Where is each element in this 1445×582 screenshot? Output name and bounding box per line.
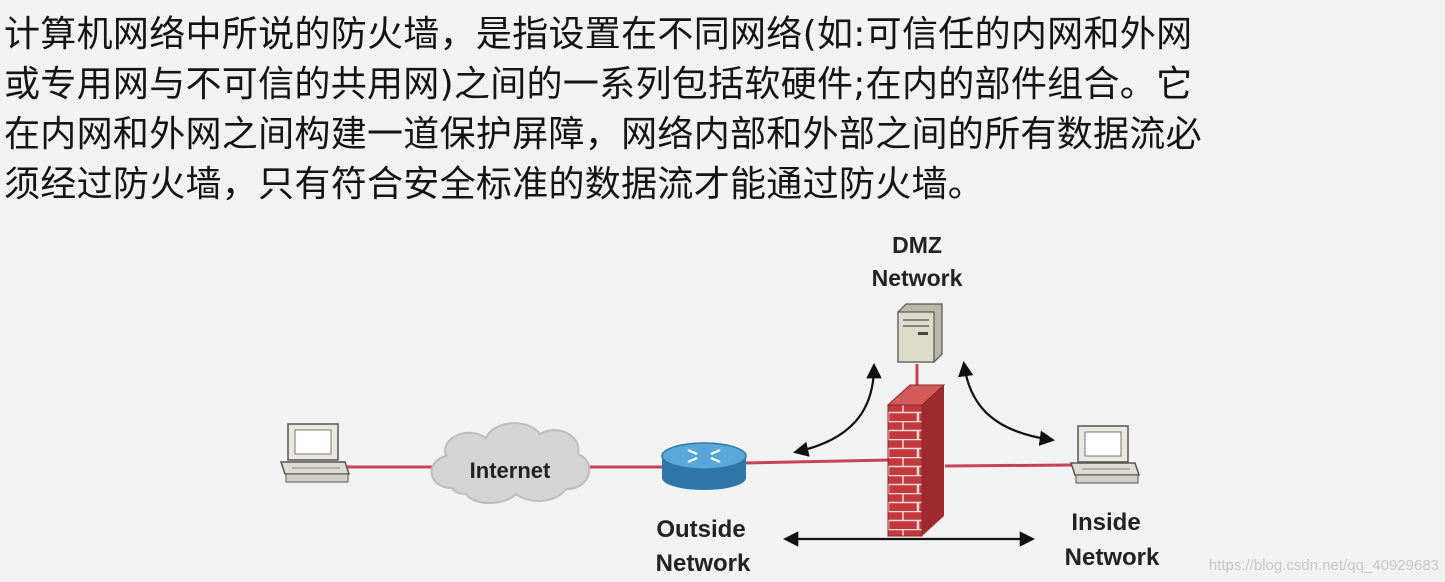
paragraph-line-3: 在内网和外网之间构建一道保护屏障，网络内部和外部之间的所有数据流必: [4, 114, 1202, 155]
outside-label-line-2: Network: [656, 550, 751, 577]
dmz-server-icon: [897, 303, 943, 363]
internet-label: Internet: [470, 458, 551, 483]
arrow-to-dmz-right-icon: [958, 360, 1056, 446]
firewall-icon: [886, 384, 946, 537]
firewall-definition-paragraph: 计算机网络中所说的防火墙，是指设置在不同网络(如:可信任的内网和外网 或专用网与…: [4, 10, 1442, 210]
internet-cloud-icon: [430, 422, 591, 504]
link-router-to-firewall: [744, 458, 891, 465]
network-links: [346, 364, 1073, 469]
inside-label-line-1: Inside: [1071, 509, 1140, 536]
dmz-label-line-1: DMZ: [892, 232, 942, 258]
dmz-label-line-2: Network: [872, 265, 963, 291]
link-firewall-to-inside: [944, 463, 1073, 468]
paragraph-line-2: 或专用网与不可信的共用网)之间的一系列包括软硬件;在内的部件组合。它: [4, 64, 1193, 105]
right-workstation-icon: [1069, 425, 1141, 484]
outside-label-line-1: Outside: [656, 516, 745, 543]
paragraph-line-4: 须经过防火墙，只有符合安全标准的数据流才能通过防火墙。: [4, 164, 985, 205]
router-icon: [661, 442, 747, 490]
arrow-to-dmz-left-icon: [792, 362, 882, 457]
left-workstation-icon: [279, 423, 351, 483]
paragraph-line-1: 计算机网络中所说的防火墙，是指设置在不同网络(如:可信任的内网和外网: [4, 14, 1193, 55]
inside-label-line-2: Network: [1065, 544, 1160, 571]
source-watermark: https://blog.csdn.net/qq_40929683: [1208, 557, 1439, 574]
